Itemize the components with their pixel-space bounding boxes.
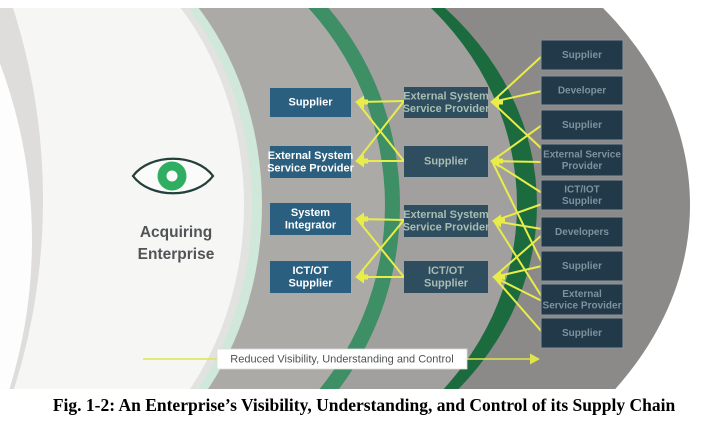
- supply-line: [493, 220, 543, 298]
- supply-line: [491, 124, 543, 162]
- supply-line: [491, 55, 543, 103]
- tier3-box-3: Supplier: [540, 109, 624, 141]
- supply-line: [493, 203, 543, 222]
- tier3-box-label: Supplier: [562, 50, 602, 61]
- tier3-box-1: Supplier: [540, 39, 624, 71]
- left-white-sliver: [0, 63, 32, 389]
- tier2-box-label: Supplier: [424, 156, 469, 168]
- arrowhead-left: [355, 212, 368, 226]
- tier3-box-6: Developers: [540, 216, 624, 248]
- tier3-box-2: Developer: [540, 75, 624, 106]
- arrowhead-left: [492, 214, 505, 228]
- supply-line: [491, 160, 543, 194]
- inner-white: [0, 8, 244, 389]
- supply-line: [493, 276, 543, 302]
- arrowheads: [355, 95, 540, 365]
- tier3-box-label: Supplier: [562, 120, 602, 131]
- onion-bands: [0, 8, 690, 389]
- arrowhead-left: [490, 95, 503, 109]
- arrowhead-left: [355, 154, 368, 168]
- arrowhead-left: [355, 95, 368, 109]
- banner-box: [216, 348, 468, 370]
- arrowhead-left: [355, 270, 368, 284]
- reduced-visibility-banner: Reduced Visibility, Understanding and Co…: [216, 348, 468, 370]
- tier1-box-1: Supplier: [270, 88, 351, 117]
- arrowhead-right: [530, 353, 540, 365]
- tier3-box-label: Supplier: [562, 328, 602, 339]
- figure-caption: Fig. 1-2: An Enterprise’s Visibility, Un…: [52, 395, 676, 415]
- arrowhead-left: [490, 154, 503, 168]
- eye-pupil: [166, 170, 178, 182]
- supply-line: [493, 234, 543, 278]
- supply-line: [356, 219, 405, 278]
- tier3-box-label: Developer: [558, 85, 606, 96]
- arrowhead-left: [492, 270, 505, 284]
- tier3-box-label: Supplier: [562, 261, 602, 272]
- tier1-box-label: Supplier: [288, 97, 333, 109]
- tier3-box-9: Supplier: [540, 317, 624, 349]
- supply-line: [491, 101, 543, 150]
- supply-line: [356, 100, 405, 162]
- eye-icon: [131, 157, 215, 195]
- banner-text: Reduced Visibility, Understanding and Co…: [230, 354, 453, 366]
- tier2-box-2: Supplier: [404, 146, 488, 177]
- tier3-box-7: Supplier: [540, 250, 624, 282]
- supply-line: [493, 276, 543, 333]
- tier3-box-label: Developers: [555, 227, 609, 238]
